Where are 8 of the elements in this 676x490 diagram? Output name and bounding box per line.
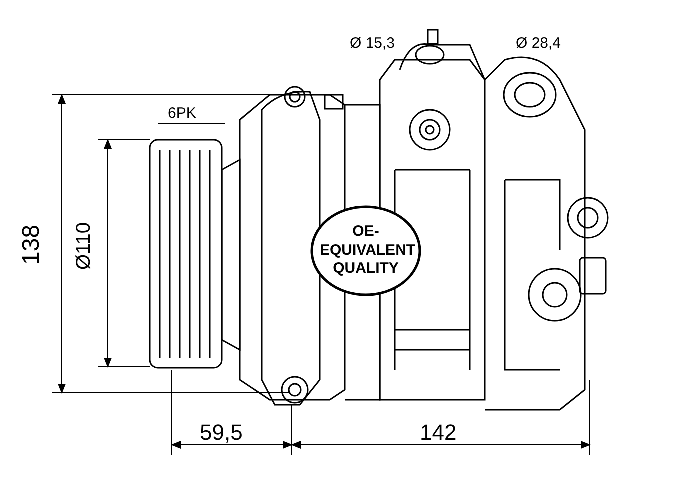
dimension-label: Ø 28,4	[516, 36, 562, 51]
dimension-label: 142	[420, 422, 457, 444]
dimension-label: 59,5	[200, 422, 243, 444]
dimension-label: Ø 15,3	[350, 36, 396, 51]
groove-label: 6PK	[168, 106, 196, 121]
quality-stamp: OE-EQUIVALENT QUALITY	[310, 205, 422, 297]
dimension-label: 138	[20, 224, 44, 265]
dimension-label: Ø110	[74, 222, 94, 270]
